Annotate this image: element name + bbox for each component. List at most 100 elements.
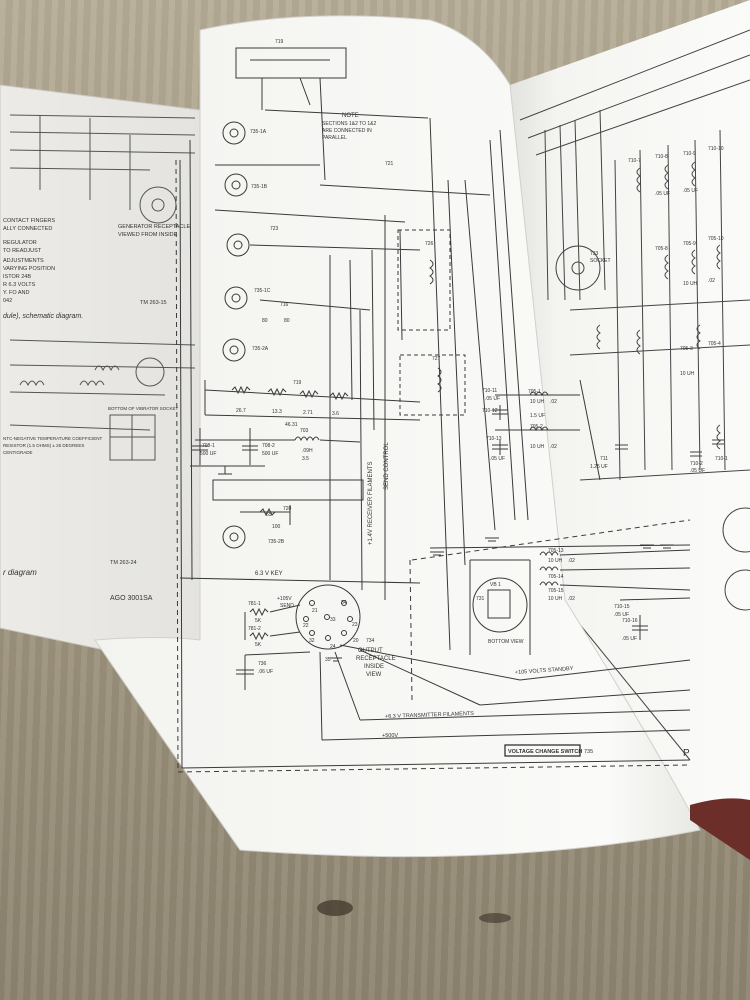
switch-735-1a: 735-1A bbox=[250, 129, 267, 135]
val-05uf-4: .05 UF bbox=[622, 636, 637, 642]
resistor-723: 723 bbox=[270, 226, 279, 232]
bottom-socket-note: BOTTOM OF VIBRATOR SOCKET bbox=[108, 406, 179, 411]
socket-note-1: GENERATOR RECEPTACLE bbox=[118, 224, 190, 230]
cap-710-12: 710-12 bbox=[482, 408, 498, 414]
output-label-3: INSIDE bbox=[364, 664, 384, 670]
cap-708-2-value: 500 UF bbox=[262, 451, 278, 457]
cap-711: 711 bbox=[600, 456, 608, 462]
top-component-719: 719 bbox=[275, 39, 284, 45]
val-05uf-c: .05 UF bbox=[690, 468, 705, 474]
cap-708-1: 708-1 bbox=[202, 443, 215, 449]
note-title: NOTE bbox=[342, 113, 359, 119]
value-80-a: 80 bbox=[262, 318, 268, 324]
pin-32: 32 bbox=[309, 638, 315, 644]
vibrator-731: 731 bbox=[476, 596, 485, 602]
cap-705-9: 705-9 bbox=[683, 241, 696, 247]
cap-710-7: 710-7 bbox=[628, 158, 641, 164]
line-6-3v-transmitter: +6.3 V TRANSMITTER FILAMENTS bbox=[385, 711, 474, 720]
val-10uh-1: 10 UH bbox=[530, 399, 545, 405]
resistor-721: 721 bbox=[385, 161, 394, 167]
contact-note-1: CONTACT FINGERS bbox=[3, 218, 55, 224]
receptacle-734: 734 bbox=[366, 638, 375, 644]
note-line-2: ARE CONNECTED IN bbox=[322, 128, 372, 134]
key-6-3v: 6.3 V KEY bbox=[255, 571, 283, 577]
switch-735-1b: 735-1B bbox=[251, 184, 268, 190]
switch-735-2a: 735-2A bbox=[252, 346, 269, 352]
switch-735-2b: 735-2B bbox=[268, 539, 285, 545]
cap-710-1: 710-1 bbox=[715, 456, 728, 462]
val-02-4: .02 bbox=[568, 596, 575, 602]
send-label: SEND bbox=[280, 603, 294, 609]
val-10uh-3: 10 UH bbox=[548, 558, 563, 564]
value-13-3: 13.3 bbox=[272, 409, 282, 415]
cap-705-8: 705-8 bbox=[655, 246, 668, 252]
send-105v: +105V bbox=[277, 596, 292, 602]
val-02-1: .02 bbox=[550, 399, 557, 405]
caption-1: dule), schematic diagram. bbox=[3, 313, 83, 320]
socket-733: 733 bbox=[590, 251, 599, 257]
value-80-b: 80 bbox=[284, 318, 290, 324]
figure-ref-2: TM 263-24 bbox=[110, 560, 137, 566]
regulator-note-6: R 6.3 VOLTS bbox=[3, 282, 36, 288]
cap-710-15: 710-15 bbox=[614, 604, 630, 610]
note-line-3: PARALLEL bbox=[322, 135, 347, 141]
pin-34: 34 bbox=[341, 600, 347, 606]
vertical-send-control: SEND CONTROL bbox=[384, 442, 390, 490]
regulator-note-1: REGULATOR bbox=[3, 240, 37, 246]
regulator-note-8: 042 bbox=[3, 298, 12, 304]
cap-705-15: 705-15 bbox=[548, 588, 564, 594]
cap-710-10: 710-10 bbox=[708, 146, 724, 152]
caption-2: r diagram bbox=[3, 568, 37, 577]
pin-33: 33 bbox=[330, 617, 336, 623]
socket-note: SOCKET bbox=[590, 258, 611, 264]
pin-23: 23 bbox=[352, 622, 358, 628]
val-05uf-b: .05 UF bbox=[683, 188, 698, 194]
voltage-change-switch: VOLTAGE CHANGE SWITCH bbox=[508, 749, 582, 755]
page-letter: P bbox=[683, 748, 690, 759]
pin-24: 24 bbox=[330, 644, 336, 650]
cap-710-8: 710-8 bbox=[655, 154, 668, 160]
voltage-change-switch-735: 735 bbox=[584, 749, 593, 755]
regulator-note-3: ADJUSTMENTS bbox=[3, 258, 44, 264]
pin-35: 35 bbox=[325, 657, 331, 663]
note-line-1: SECTIONS 1&2 TO 1&2 bbox=[322, 121, 377, 127]
table-scuff-2 bbox=[479, 913, 511, 923]
value-46-31: 46.31 bbox=[285, 422, 298, 428]
relay-726: 726 bbox=[425, 241, 434, 247]
cap-705-3: 705-3 bbox=[680, 346, 693, 352]
choke-703: 703 bbox=[300, 428, 309, 434]
pin-21: 21 bbox=[312, 608, 318, 614]
output-label-4: VIEW bbox=[366, 672, 382, 678]
value-2-71: 2.71 bbox=[303, 410, 313, 416]
socket-note-2: VIEWED FROM INSIDE bbox=[118, 232, 178, 238]
resistor-781-2: 781-2 bbox=[248, 626, 261, 632]
hand bbox=[690, 798, 750, 860]
cap-705-14: 705-14 bbox=[548, 574, 564, 580]
left-page: CONTACT FINGERS ALLY CONNECTED GENERATOR… bbox=[0, 84, 201, 671]
cap-736: 736 bbox=[258, 661, 267, 667]
table-scuff bbox=[317, 900, 353, 916]
pin-22: 22 bbox=[303, 623, 309, 629]
val-05uf-a: .05 UF bbox=[655, 191, 670, 197]
resistor-720: 720 bbox=[283, 506, 292, 512]
switch-735-1c: 735-1C bbox=[254, 288, 271, 294]
val-10uh-2: 10 UH bbox=[530, 444, 545, 450]
cap-710-2: 710-2 bbox=[690, 461, 703, 467]
pin-20: 20 bbox=[353, 638, 359, 644]
cap-705-13: 705-13 bbox=[548, 548, 564, 554]
cap-708-2: 708-2 bbox=[262, 443, 275, 449]
vibrator-vb1: VB 1 bbox=[490, 582, 501, 588]
cap-705-10: 705-10 bbox=[708, 236, 724, 242]
ago-number: AGO 3001SA bbox=[110, 595, 153, 602]
vertical-receiver-filaments: +1.4V RECEIVER FILAMENTS bbox=[368, 461, 374, 545]
val-05uf-1: .05 UF bbox=[485, 396, 500, 402]
choke-3-5: 3.5 bbox=[302, 456, 309, 462]
regulator-note-2: TO READJUST bbox=[3, 248, 42, 254]
resistor-781-1-value: 5K bbox=[255, 618, 262, 624]
bottom-view: BOTTOM VIEW bbox=[488, 639, 524, 645]
choke-09h: .09H bbox=[302, 448, 313, 454]
output-label-2: RECEPTACLE bbox=[356, 656, 396, 662]
cap-710-9: 710-9 bbox=[683, 151, 696, 157]
cap-710-16: 710-16 bbox=[622, 618, 638, 624]
